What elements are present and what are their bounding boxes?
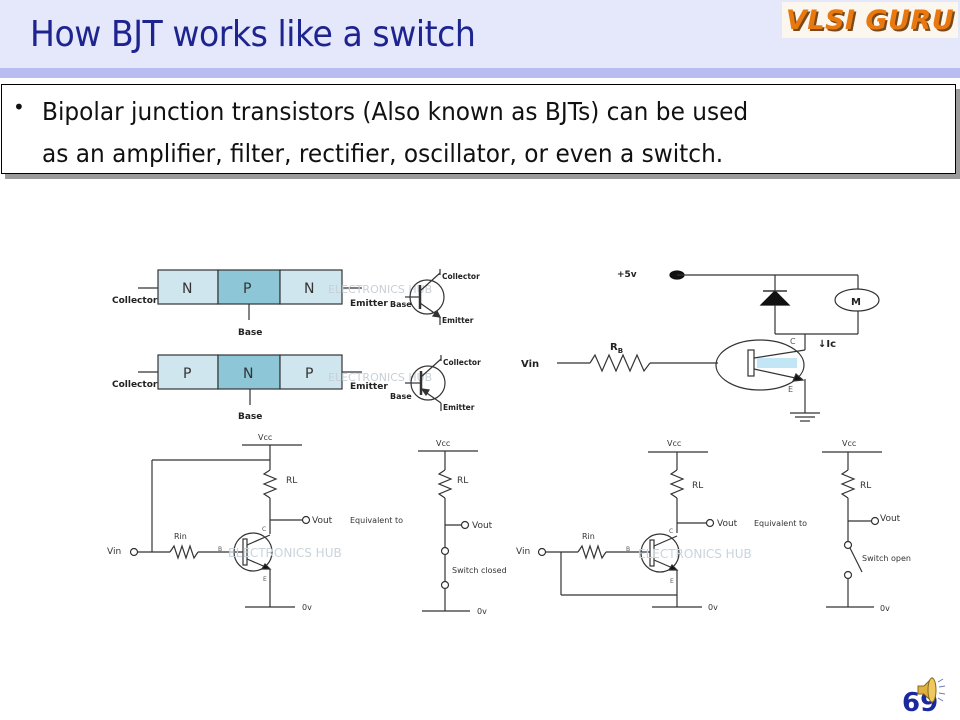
- slide-title: How BJT works like a switch: [30, 14, 476, 55]
- sc-eq-rl-resistor-icon: [437, 469, 453, 499]
- so-vcc-label: Vcc: [667, 439, 681, 448]
- pnp-region-1: [157, 354, 219, 390]
- so-rl-label: RL: [692, 481, 703, 491]
- sc-vcc-label: Vcc: [258, 433, 272, 442]
- sc-emitter-label: E: [263, 576, 267, 583]
- logo-text: VLSI GURU: [785, 4, 955, 36]
- sc-eq-vout-label: Vout: [472, 521, 493, 531]
- so-eq-rl-label: RL: [860, 481, 871, 491]
- sc-rl-label: RL: [286, 476, 297, 486]
- so-eq-rl-resistor-icon: [840, 469, 856, 499]
- closed-switch-contact-top: [440, 546, 450, 556]
- open-switch-contact-top: [843, 540, 853, 550]
- sc-eq-switch-label: Switch closed: [452, 566, 507, 575]
- npn-symbol-emitter: Emitter: [442, 316, 474, 325]
- diode-icon: [759, 290, 791, 306]
- bullet-text: Bipolar junction transistors (Also known…: [42, 91, 898, 175]
- pnp-region-3: [279, 354, 343, 390]
- motor-emitter-label: E: [788, 385, 793, 394]
- npn-region-1-label: N: [182, 281, 192, 297]
- header-divider: [0, 68, 960, 78]
- npn-structure-diagram: Collector N P N Base ELECTRONICS HUB Emi…: [112, 269, 480, 338]
- motor-collector-label: C: [790, 337, 796, 346]
- motor-driver-circuit: +5v M C ↓Ic Vin RB E: [521, 270, 880, 422]
- so-eq-switch-label: Switch open: [862, 554, 911, 563]
- pnp-structure-diagram: Collector P N P Base ELECTRONICS HUB Emi…: [112, 354, 481, 422]
- sc-ground-label: 0v: [302, 603, 312, 612]
- npn-transistor-symbol: Collector Base Emitter: [390, 269, 480, 325]
- npn-region-3: [279, 269, 343, 305]
- closed-switch-contact-bottom: [440, 580, 450, 590]
- npn-region-1: [157, 269, 219, 305]
- vlsi-guru-logo: VLSI GURU: [782, 2, 958, 38]
- motor-vin-label: Vin: [521, 359, 539, 370]
- sc-eq-vcc-label: Vcc: [436, 439, 450, 448]
- npn-region-3-label: N: [304, 281, 314, 297]
- sc-equivalent-label: Equivalent to: [350, 516, 403, 525]
- supply-label: +5v: [617, 270, 637, 280]
- motor-icon: [834, 288, 880, 312]
- pnp-symbol-emitter: Emitter: [443, 403, 475, 412]
- pnp-region-1-label: P: [183, 366, 191, 382]
- ic-label: ↓Ic: [818, 339, 836, 350]
- sc-collector-label: C: [262, 526, 266, 533]
- open-switch-contact-bottom: [843, 570, 853, 580]
- pnp-region-3-label: P: [305, 366, 313, 382]
- pnp-emitter-label: Emitter: [350, 382, 388, 392]
- npn-emitter-label: Emitter: [350, 299, 388, 309]
- pnp-symbol-base: Base: [390, 392, 412, 401]
- sc-watermark: ELECTRONICS HUB: [228, 546, 342, 560]
- npn-watermark: ELECTRONICS HUB: [328, 283, 432, 296]
- bullet-line-1: Bipolar junction transistors (Also known…: [42, 97, 749, 126]
- sc-eq-ground-label: 0v: [477, 607, 487, 616]
- sc-vout-label: Vout: [312, 516, 333, 526]
- so-emitter-label: E: [670, 578, 674, 585]
- bullet-box: • Bipolar junction transistors (Also kno…: [1, 84, 956, 174]
- pnp-collector-label: Collector: [112, 380, 158, 390]
- so-rin-resistor-icon: [577, 544, 607, 560]
- so-watermark: ELECTRONICS HUB: [638, 547, 752, 561]
- so-rin-label: Rin: [582, 532, 595, 541]
- so-collector-label: C: [669, 528, 673, 535]
- sc-base-label: B: [218, 546, 222, 553]
- npn-base-label: Base: [238, 328, 262, 338]
- so-eq-vcc-label: Vcc: [842, 439, 856, 448]
- so-eq-ground-label: 0v: [880, 604, 890, 613]
- so-eq-vout-label: Vout: [880, 514, 901, 524]
- rb-resistor-icon: [589, 353, 651, 373]
- sc-eq-rl-label: RL: [457, 476, 468, 486]
- so-vin-label: Vin: [516, 547, 530, 557]
- bjt-diagram-figure: Collector N P N Base ELECTRONICS HUB Emi…: [100, 255, 960, 635]
- pnp-symbol-collector: Collector: [443, 358, 481, 367]
- npn-collector-label: Collector: [112, 296, 158, 306]
- open-switch-lever: [849, 547, 863, 573]
- pnp-base-label: Base: [238, 412, 262, 422]
- so-vout-label: Vout: [717, 519, 738, 529]
- so-ground-label: 0v: [708, 603, 718, 612]
- so-rl-resistor-icon: [669, 469, 685, 499]
- switch-closed-circuit: Vcc RL Vout Equivalent to Vin Rin B C EL…: [107, 433, 507, 616]
- bullet-line-2: as an amplifier, filter, rectifier, osci…: [42, 139, 724, 168]
- npn-symbol-base: Base: [390, 300, 412, 309]
- bullet-icon: •: [13, 95, 25, 119]
- ground-icon: [790, 412, 820, 422]
- rb-label: RB: [610, 342, 623, 355]
- sc-rl-resistor-icon: [262, 469, 278, 499]
- pnp-region-2-label: N: [243, 366, 253, 382]
- npn-symbol-collector: Collector: [442, 272, 480, 281]
- so-equivalent-label: Equivalent to: [754, 519, 807, 528]
- sc-vin-label: Vin: [107, 547, 121, 557]
- speaker-icon[interactable]: [912, 672, 948, 708]
- pnp-transistor-symbol: Collector Base Emitter: [390, 355, 481, 412]
- pnp-region-2: [217, 354, 281, 390]
- pnp-watermark: ELECTRONICS HUB: [328, 371, 432, 384]
- motor-label: M: [851, 297, 861, 308]
- sc-rin-resistor-icon: [169, 544, 199, 560]
- switch-open-circuit: Vcc RL Vout Equivalent to Vin Rin B C EL…: [516, 439, 911, 613]
- npn-region-2-label: P: [243, 281, 251, 297]
- sc-rin-label: Rin: [174, 532, 187, 541]
- so-base-label: B: [626, 546, 630, 553]
